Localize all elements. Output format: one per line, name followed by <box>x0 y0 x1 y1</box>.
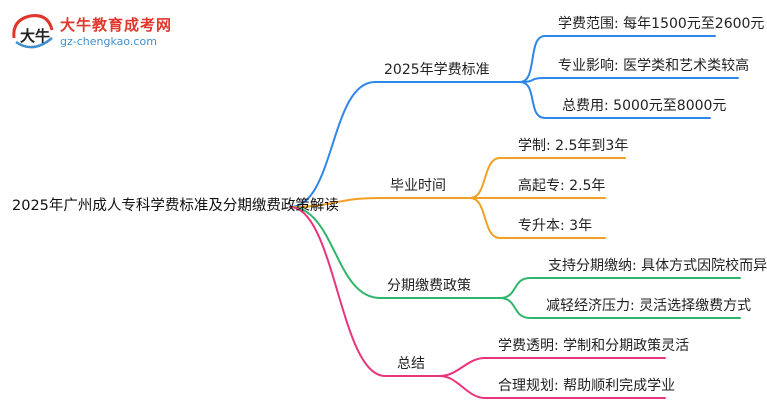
leaf-node-total-cost: 总费用: 5000元至8000元 <box>562 98 727 114</box>
leaf-connector-1-2 <box>469 197 606 239</box>
root-connector-0 <box>289 81 376 208</box>
logo-url: gz-chengkao.com <box>60 35 157 48</box>
leaf-node-installment-support: 支持分期缴纳: 具体方式因院校而异 <box>548 258 767 274</box>
root-connector-3 <box>289 206 386 377</box>
leaf-connector-1-0 <box>469 157 626 199</box>
leaf-node-tuition-range: 学费范围: 每年1500元至2600元 <box>558 16 765 32</box>
leaf-connector-2-0 <box>499 277 741 299</box>
branch-node-installment-policy: 分期缴费政策 <box>387 278 471 294</box>
branch-node-summary: 总结 <box>397 356 425 372</box>
branch-node-tuition-standard: 2025年学费标准 <box>384 62 490 78</box>
leaf-connector-0-2 <box>519 81 711 119</box>
logo-title: 大牛教育成考网 <box>60 16 173 34</box>
leaf-node-plan-reasonably: 合理规划: 帮助顺利完成学业 <box>498 378 676 394</box>
leaf-node-highschool-to-college: 高起专: 2.5年 <box>518 178 606 194</box>
leaf-connector-0-0 <box>519 35 716 83</box>
leaf-connector-2-1 <box>499 297 741 319</box>
mindmap-edges <box>289 35 741 399</box>
leaf-node-study-length: 学制: 2.5年到3年 <box>518 138 629 154</box>
logo-mark-icon: 大牛 <box>12 14 54 49</box>
leaf-connector-3-0 <box>439 357 666 377</box>
leaf-node-major-impact: 专业影响: 医学类和艺术类较高 <box>558 58 750 74</box>
branch-node-graduation-time: 毕业时间 <box>390 178 446 194</box>
leaf-connector-3-1 <box>439 375 666 399</box>
mindmap-canvas <box>289 35 741 399</box>
mindmap-root-node: 2025年广州成人专科学费标准及分期缴费政策解读 <box>12 198 339 214</box>
leaf-node-transparent-fees: 学费透明: 学制和分期政策灵活 <box>498 338 690 354</box>
leaf-node-college-to-bachelor: 专升本: 3年 <box>518 218 593 234</box>
root-connector-1 <box>289 197 381 208</box>
leaf-connector-0-1 <box>519 77 739 83</box>
logo-mark-text: 大牛 <box>20 27 50 45</box>
root-connector-2 <box>289 206 381 299</box>
site-logo[interactable]: 大牛 大牛教育成考网 gz-chengkao.com <box>8 8 198 58</box>
leaf-node-reduce-pressure: 减轻经济压力: 灵活选择缴费方式 <box>546 298 752 314</box>
